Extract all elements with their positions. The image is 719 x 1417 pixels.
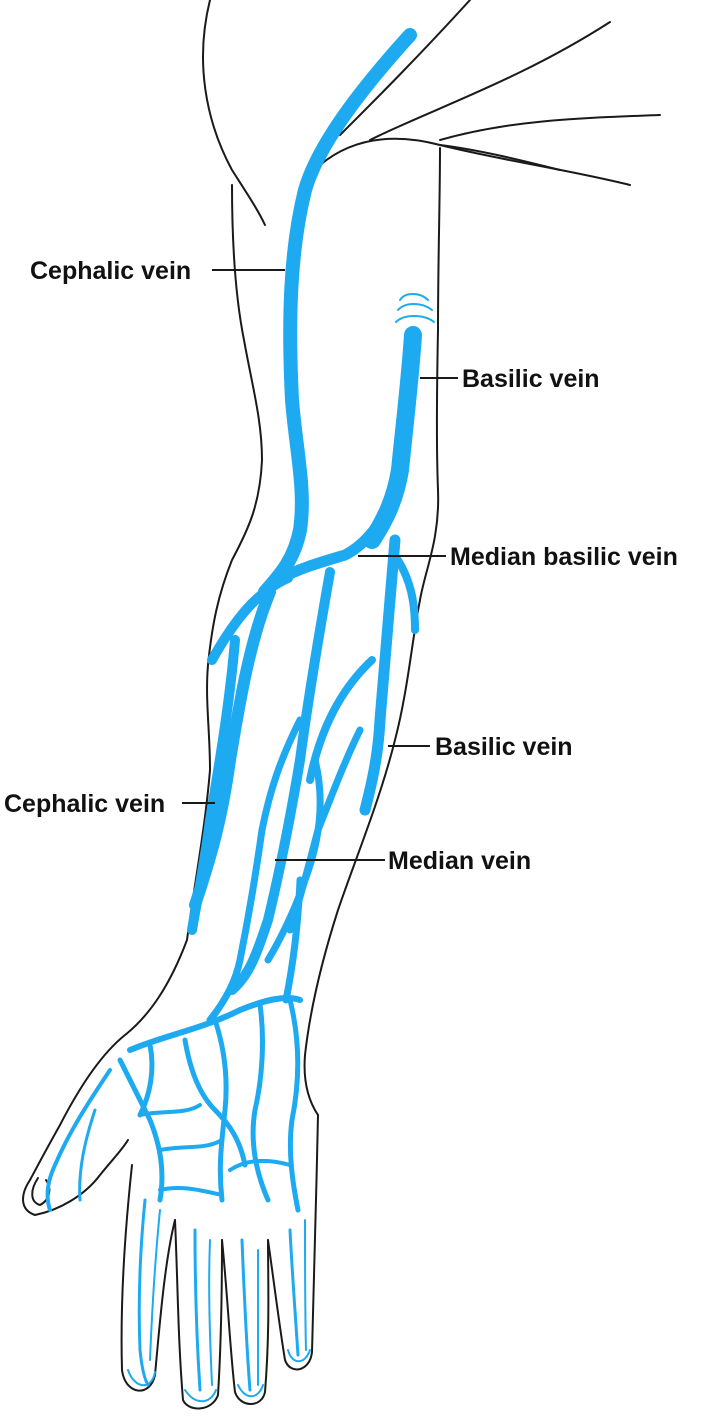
finger-4-outline (267, 1114, 319, 1371)
wrist-arch (127, 995, 303, 1053)
label-median-basilic-vein: Median basilic vein (450, 543, 678, 571)
hand-vein-6 (287, 997, 301, 1213)
hand-cross-2 (158, 1138, 224, 1152)
basilic-vein-tip (395, 293, 435, 323)
lateral-branch-upper (207, 573, 293, 665)
chest-line-mid (369, 21, 611, 141)
finger-3-vein (240, 1238, 252, 1392)
finger-2-vein (193, 1228, 202, 1392)
arm-outline (22, 0, 661, 1410)
finger-2-outline (174, 1219, 223, 1410)
pectoral-line (439, 144, 631, 186)
label-basilic-vein-lower: Basilic vein (435, 733, 573, 761)
finger-2-vein-b (208, 1239, 213, 1386)
hand-cross-3 (228, 1158, 292, 1172)
hand-cross-4 (158, 1185, 224, 1197)
finger-3-outline (221, 1239, 270, 1405)
finger-1-vein (137, 1198, 150, 1387)
shoulder-outer-line (202, 0, 266, 226)
medial-branch-b (306, 656, 376, 784)
medial-arm-outline (303, 147, 441, 1116)
lateral-arm-outline (29, 184, 263, 1181)
lower-forearm-branch-1 (206, 826, 266, 1024)
chest-line-lower (439, 114, 661, 141)
basilic-vein-lower (359, 534, 401, 816)
label-cephalic-vein-upper: Cephalic vein (30, 257, 191, 285)
cross-branch-1 (258, 716, 304, 834)
label-basilic-vein-upper: Basilic vein (462, 365, 600, 393)
labels: Cephalic vein Basilic vein Median basili… (4, 257, 678, 875)
median-vein-track (227, 567, 335, 995)
lateral-branch-2 (187, 635, 240, 935)
hand-vein-3 (182, 1037, 248, 1168)
vein-network (45, 28, 435, 1403)
finger-1-outline (120, 1164, 176, 1392)
leader-lines (182, 269, 458, 861)
median-basilic-vein (276, 494, 396, 584)
finger-4-vein (288, 1228, 300, 1357)
fingertip-arcs (127, 1349, 311, 1403)
hand-vein-1 (117, 1057, 165, 1203)
label-cephalic-vein-lower: Cephalic vein (4, 790, 165, 818)
finger-1-vein-b (149, 1209, 161, 1361)
medial-branch-a (394, 556, 419, 634)
hand-vein-2 (137, 1042, 155, 1118)
hand-cross-1 (138, 1103, 202, 1117)
lower-forearm-branch-2 (282, 876, 304, 1004)
thumb-outline (22, 1139, 129, 1216)
cephalic-vein-upper (258, 28, 417, 599)
thumb-vein (45, 1068, 112, 1212)
thumb-vein-2 (78, 1108, 97, 1202)
cross-branch-2 (264, 756, 324, 964)
chest-line-upper (339, 0, 471, 136)
hand-vein-4 (212, 1017, 229, 1203)
finger-4-vein-b (304, 1219, 307, 1351)
label-median-vein: Median vein (388, 847, 531, 875)
hand-vein-5 (250, 1002, 271, 1203)
